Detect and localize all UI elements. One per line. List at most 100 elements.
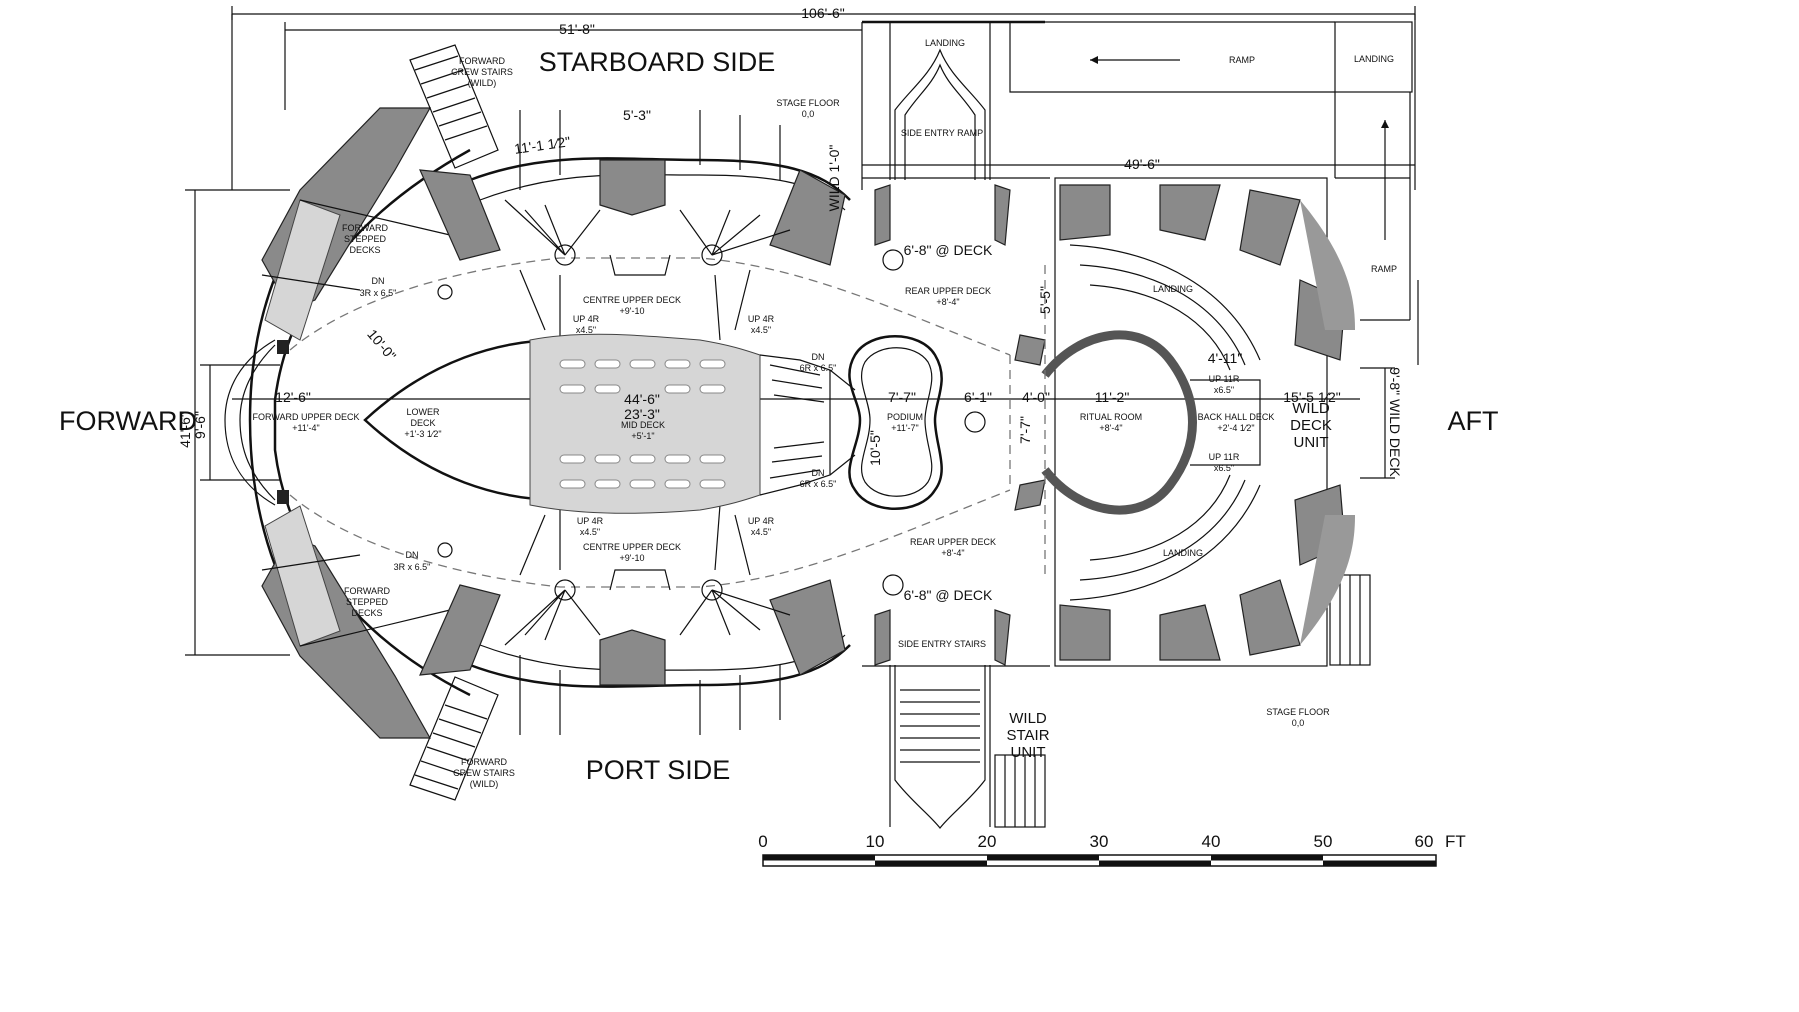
up4r-tl-l2: x4.5" xyxy=(576,325,596,335)
scale-unit: FT xyxy=(1445,832,1466,851)
crew-stairs-top-l3: (WILD) xyxy=(468,78,497,88)
centre-upper-top-l1: CENTRE UPPER DECK xyxy=(583,295,681,305)
stepped-bottom-l1: FORWARD xyxy=(344,586,390,596)
dn6r-bottom-l2: 6R x 6.5" xyxy=(800,479,837,489)
stepped-bottom-l2: STEPPED xyxy=(346,597,389,607)
dim-forward-upper: 12'-6" xyxy=(275,389,311,405)
wild-deck-unit-l1: WILD xyxy=(1292,400,1330,417)
crew-stairs-top-l1: FORWARD xyxy=(459,56,505,66)
dim-deck-lower: 6'-8" @ DECK xyxy=(904,587,993,603)
scale-tick: 10 xyxy=(866,832,885,851)
back-hall-l2: +2'-4 1⁄2" xyxy=(1217,423,1254,433)
dim-mid-inner: 23'-3" xyxy=(624,406,660,422)
scale-tick: 20 xyxy=(978,832,997,851)
centre-upper-bottom-l1: CENTRE UPPER DECK xyxy=(583,542,681,552)
lower-deck-l2: DECK xyxy=(410,418,435,428)
dimension-labels: 106'-6" 51'-8" 49'-6" 41'-6" 9'-6" 5'-3"… xyxy=(177,5,1403,603)
marker xyxy=(437,542,453,558)
dim-back-height: 4'-11" xyxy=(1208,350,1243,366)
dim-overall-width: 41'-6" xyxy=(177,412,193,448)
scale-tick: 50 xyxy=(1314,832,1333,851)
dim-ritual-width: 11'-2" xyxy=(1095,389,1130,405)
stepped-top-l2: STEPPED xyxy=(344,234,387,244)
dashed-deck-outline xyxy=(289,257,1011,588)
landing-back-bottom: LANDING xyxy=(1163,548,1203,558)
wild-deck-unit-l2: DECK xyxy=(1290,417,1332,434)
stage-floor-top-label: STAGE FLOOR xyxy=(776,98,840,108)
up4r-br-l2: x4.5" xyxy=(751,527,771,537)
forward-hull xyxy=(224,107,471,739)
centre-upper-bottom-l2: +9'-10 xyxy=(620,553,645,563)
lower-deck-l3: +1'-3 1⁄2" xyxy=(404,429,441,439)
dim-starboard-gap: 5'-3" xyxy=(623,107,651,123)
lower-deck-l1: LOWER xyxy=(406,407,440,417)
side-entry-stairs xyxy=(862,609,1050,829)
podium xyxy=(829,335,943,510)
dim-vert-b: 7'-7" xyxy=(1017,416,1033,444)
dn-top-l1: DN xyxy=(372,276,385,286)
back-hall-l1: BACK HALL DECK xyxy=(1198,412,1275,422)
podium-l2: +11'-7" xyxy=(891,423,919,433)
ritual-room-l1: RITUAL ROOM xyxy=(1080,412,1142,422)
centre-upper-top-l2: +9'-10 xyxy=(620,306,645,316)
dim-back-width: 15'-5 1⁄2" xyxy=(1283,389,1340,405)
dim-wild: WILD 1'-0" xyxy=(826,145,842,212)
stage-floor-bottom-value: 0,0 xyxy=(1292,718,1305,728)
marker xyxy=(882,574,904,596)
ritual-room xyxy=(1014,265,1197,580)
marker xyxy=(437,284,453,300)
back-hall-stairs xyxy=(1069,244,1261,601)
scale-tick: 40 xyxy=(1202,832,1221,851)
forward-upper-l2: +11'-4" xyxy=(292,423,320,433)
up11r-bottom-l1: UP 11R xyxy=(1209,452,1240,462)
dim-mid-long: 44'-6" xyxy=(624,391,660,407)
mid-deck-grid xyxy=(559,359,726,489)
area-labels: LANDING LANDING RAMP RAMP STAGE FLOOR 0,… xyxy=(252,38,1397,789)
up4r-bl-l2: x4.5" xyxy=(580,527,600,537)
side-labels: STARBOARD SIDE PORT SIDE FORWARD AFT xyxy=(59,47,1499,785)
forward-crew-stairs-top xyxy=(409,44,499,169)
dim-vert-a: 5'-5" xyxy=(1037,286,1053,314)
dim-overall: 106'-6" xyxy=(801,5,844,21)
up11r-bottom-l2: x6.5" xyxy=(1214,463,1234,473)
wild-stair-unit-l1: WILD xyxy=(1009,710,1047,727)
aft-gray-columns xyxy=(1059,184,1355,661)
lower-deck xyxy=(363,333,831,514)
scale-tick: 30 xyxy=(1090,832,1109,851)
dim-forward-length: 51'-8" xyxy=(559,21,595,37)
up11r-top-l1: UP 11R xyxy=(1209,374,1240,384)
side-entry-stairs-label: SIDE ENTRY STAIRS xyxy=(898,639,986,649)
dimension-lines xyxy=(185,6,1419,656)
dim-gap-a: 6'-1" xyxy=(964,389,992,405)
aft-label: AFT xyxy=(1448,406,1499,436)
dn-bottom-l2: 3R x 6.5" xyxy=(394,562,431,572)
ramp-top-label: RAMP xyxy=(1229,55,1255,65)
podium-center-marker xyxy=(964,411,986,433)
up4r-tl-l1: UP 4R xyxy=(573,314,600,324)
up4r-tr-l2: x4.5" xyxy=(751,325,771,335)
crew-stairs-bottom-l2: CREW STAIRS xyxy=(453,768,515,778)
dn6r-bottom-l1: DN xyxy=(812,468,825,478)
forward-crew-stairs-bottom xyxy=(409,676,499,801)
rear-upper-top-l2: +8'-4" xyxy=(936,297,959,307)
stage-floor-top-value: 0,0 xyxy=(802,109,815,119)
port-wall xyxy=(419,579,851,735)
up11r-top-l2: x6.5" xyxy=(1214,385,1234,395)
ramp-right-label: RAMP xyxy=(1371,264,1397,274)
dn6r-top-l1: DN xyxy=(812,352,825,362)
rear-upper-bottom-l2: +8'-4" xyxy=(941,548,964,558)
scale-tick: 60 xyxy=(1415,832,1434,851)
dim-starboard-curve: 11'-1 1⁄2" xyxy=(513,133,571,157)
stepped-top-l1: FORWARD xyxy=(342,223,388,233)
dim-forward-radius: 10'-0" xyxy=(364,326,399,364)
up4r-br-l1: UP 4R xyxy=(748,516,775,526)
landing-top-label: LANDING xyxy=(925,38,965,48)
rear-upper-bottom-l1: REAR UPPER DECK xyxy=(910,537,996,547)
scale-tick: 0 xyxy=(758,832,767,851)
up4r-bl-l1: UP 4R xyxy=(577,516,604,526)
stepped-bottom-l3: DECKS xyxy=(351,608,382,618)
dim-aft-length: 49'-6" xyxy=(1124,156,1160,172)
ritual-room-l2: +8'-4" xyxy=(1099,423,1122,433)
side-entry-ramp-label: SIDE ENTRY RAMP xyxy=(901,128,983,138)
dim-gap-b: 4'-0" xyxy=(1022,389,1050,405)
